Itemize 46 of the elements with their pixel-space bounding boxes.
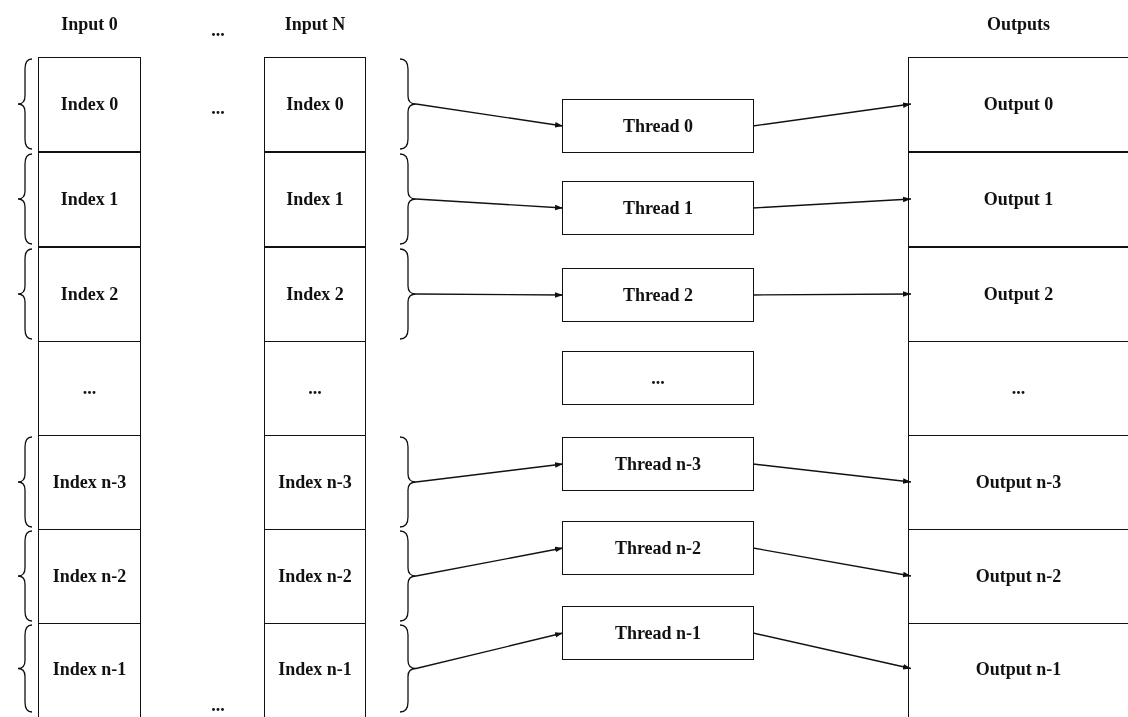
ellipsis-label: ... — [211, 694, 225, 716]
table-cell: Index 0 — [39, 58, 140, 152]
table-cell: Index 2 — [265, 246, 365, 342]
ellipsis-label: ... — [211, 97, 225, 119]
table-cell: Index n-2 — [265, 528, 365, 624]
column-header: Outputs — [986, 14, 1051, 35]
thread-box: Thread n-3 — [562, 437, 754, 491]
column-header: Input N — [283, 14, 347, 35]
arrow — [415, 198, 564, 211]
table-cell: Index 0 — [265, 58, 365, 152]
arrow — [752, 196, 912, 209]
table-cell: Output n-2 — [909, 528, 1128, 624]
table-cell: Index n-1 — [39, 622, 140, 715]
arrow — [415, 103, 564, 128]
table-cell: Index 1 — [39, 151, 140, 247]
arrow — [415, 632, 564, 670]
thread-box: Thread 2 — [562, 268, 754, 322]
column-header: Input 0 — [60, 14, 119, 35]
table-cell: Output 1 — [909, 151, 1128, 247]
table-cell: Index n-2 — [39, 528, 140, 624]
arrow — [752, 463, 912, 484]
table-cell: Output 2 — [909, 246, 1128, 342]
thread-box: Thread 0 — [562, 99, 754, 153]
thread-box: Thread 1 — [562, 181, 754, 235]
thread-box: ... — [562, 351, 754, 405]
arrow — [415, 292, 564, 298]
table-cell: ... — [265, 340, 365, 436]
arrow — [415, 462, 564, 483]
arrow — [752, 632, 912, 670]
table-cell: Index 2 — [39, 246, 140, 342]
table-cell: ... — [39, 340, 140, 436]
arrow — [752, 291, 912, 297]
thread-box: Thread n-2 — [562, 521, 754, 575]
table-cell: Index n-3 — [265, 434, 365, 530]
table-cell: Output n-3 — [909, 434, 1128, 530]
arrow — [752, 547, 912, 578]
table-cell: ... — [909, 340, 1128, 436]
table-cell: Index n-1 — [265, 622, 365, 715]
arrow — [415, 546, 564, 577]
arrow — [752, 102, 912, 127]
table-cell: Index 1 — [265, 151, 365, 247]
table-cell: Output n-1 — [909, 622, 1128, 715]
table-cell: Index n-3 — [39, 434, 140, 530]
thread-box: Thread n-1 — [562, 606, 754, 660]
table-cell: Output 0 — [909, 58, 1128, 152]
ellipsis-label: ... — [211, 19, 225, 41]
